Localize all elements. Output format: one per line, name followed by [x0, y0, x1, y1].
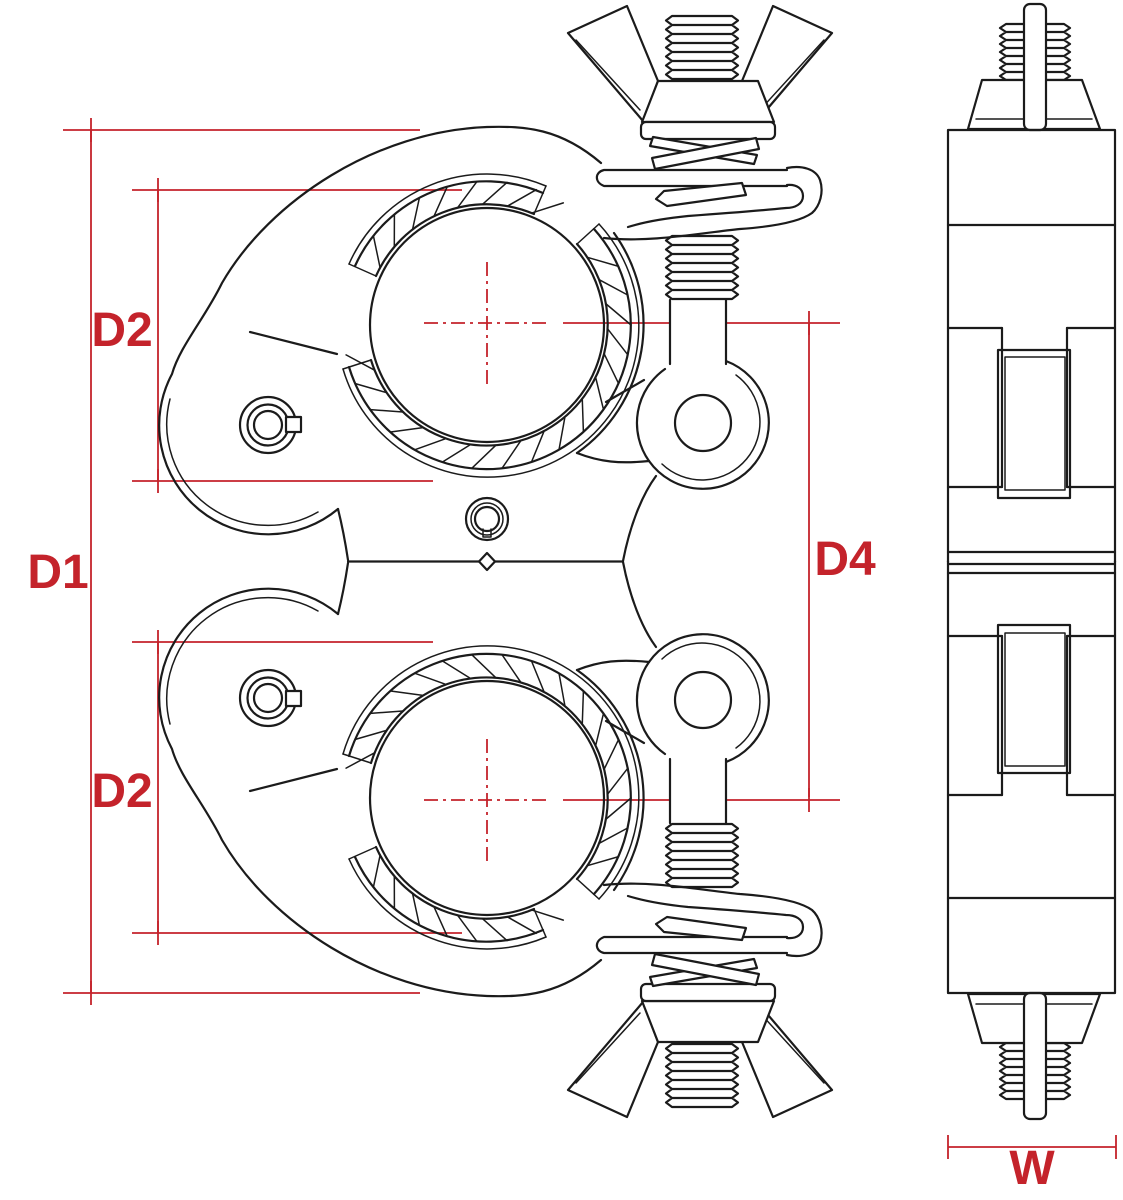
pipe-bore — [368, 206, 606, 444]
d1-label: D1 — [27, 546, 88, 599]
clip-opening-tab — [284, 415, 303, 434]
liner-inner-arc-a — [369, 242, 609, 447]
side-view-center-seams — [946, 550, 1117, 575]
thread-tip — [664, 14, 740, 81]
w-label: W — [1009, 1142, 1055, 1195]
ring-contour-arc-b — [348, 173, 547, 265]
center-rivet-slot — [482, 528, 492, 538]
wing-left — [566, 4, 660, 123]
side-jaw-steps — [946, 326, 1117, 489]
jaw-inner-contour — [166, 398, 319, 527]
d2-label-top: D2 — [91, 304, 152, 357]
front-view-top-clamp — [63, 4, 840, 563]
front-view-center — [346, 496, 625, 572]
clamp-body — [158, 125, 658, 563]
keeper-washer — [654, 181, 748, 208]
thread-mid — [664, 234, 740, 301]
lug-upper-arc — [635, 367, 667, 463]
jaw-body-split-line — [248, 330, 339, 356]
bolt-shank — [668, 298, 728, 366]
latch-tab — [595, 168, 789, 188]
side-jaw-slot — [1004, 356, 1066, 491]
jaw-outer-contour — [158, 125, 603, 536]
body-lug-blend — [575, 451, 651, 464]
front-view-bottom-clamp — [61, 560, 842, 1119]
lug-ring-split-line — [604, 378, 646, 404]
right-web-edge — [621, 474, 658, 563]
side-bolt-pin — [1022, 2, 1048, 132]
center-mark — [424, 262, 550, 388]
dimensions: D1 D2 D2 D4 W — [27, 130, 1117, 1195]
center-diamond-mark — [477, 551, 497, 572]
dimension-extension-lines — [63, 118, 840, 493]
spring-washer-b — [650, 136, 761, 171]
lug-outer-arc — [647, 359, 770, 490]
hatch-pattern — [345, 180, 632, 469]
latch-hook-outer — [602, 165, 823, 241]
clamp-ring — [342, 173, 640, 478]
side-seam-lines — [946, 550, 1117, 575]
left-web-edge — [336, 507, 350, 562]
d2-label-bottom: D2 — [91, 765, 152, 818]
side-view-top-half — [946, 2, 1117, 564]
d4-label: D4 — [814, 533, 876, 586]
hinge-pin-center — [252, 409, 284, 441]
center-rivet-hole — [473, 505, 501, 533]
lug-inner-arc — [661, 374, 761, 481]
wing-left-edge — [575, 39, 641, 111]
pivot-lug — [635, 298, 770, 490]
body-right-contour — [575, 231, 645, 455]
latch-hook-inner — [626, 183, 805, 229]
side-jaw-flange — [996, 348, 1072, 500]
wing-right-edge — [759, 39, 825, 111]
hinge-pin — [238, 395, 303, 455]
liner-gap-edges — [342, 185, 600, 370]
wing-nut-body — [640, 79, 776, 124]
liner-outer-arc-b — [353, 180, 545, 268]
bolt-shank-fill — [670, 300, 726, 364]
side-jaw-edges — [1000, 326, 1069, 489]
ring-contour-arc-a — [342, 223, 640, 478]
side-body-outline — [946, 128, 1117, 564]
pivot-pin-hole — [673, 393, 733, 453]
liner-inner-arc-b — [374, 203, 536, 278]
side-view-bottom-half — [946, 559, 1117, 1121]
wing-bolt-assembly — [566, 4, 834, 301]
liner-outer-arc-a — [347, 227, 632, 471]
w-ticks — [947, 1135, 1117, 1159]
wing-nut-base — [639, 120, 777, 141]
